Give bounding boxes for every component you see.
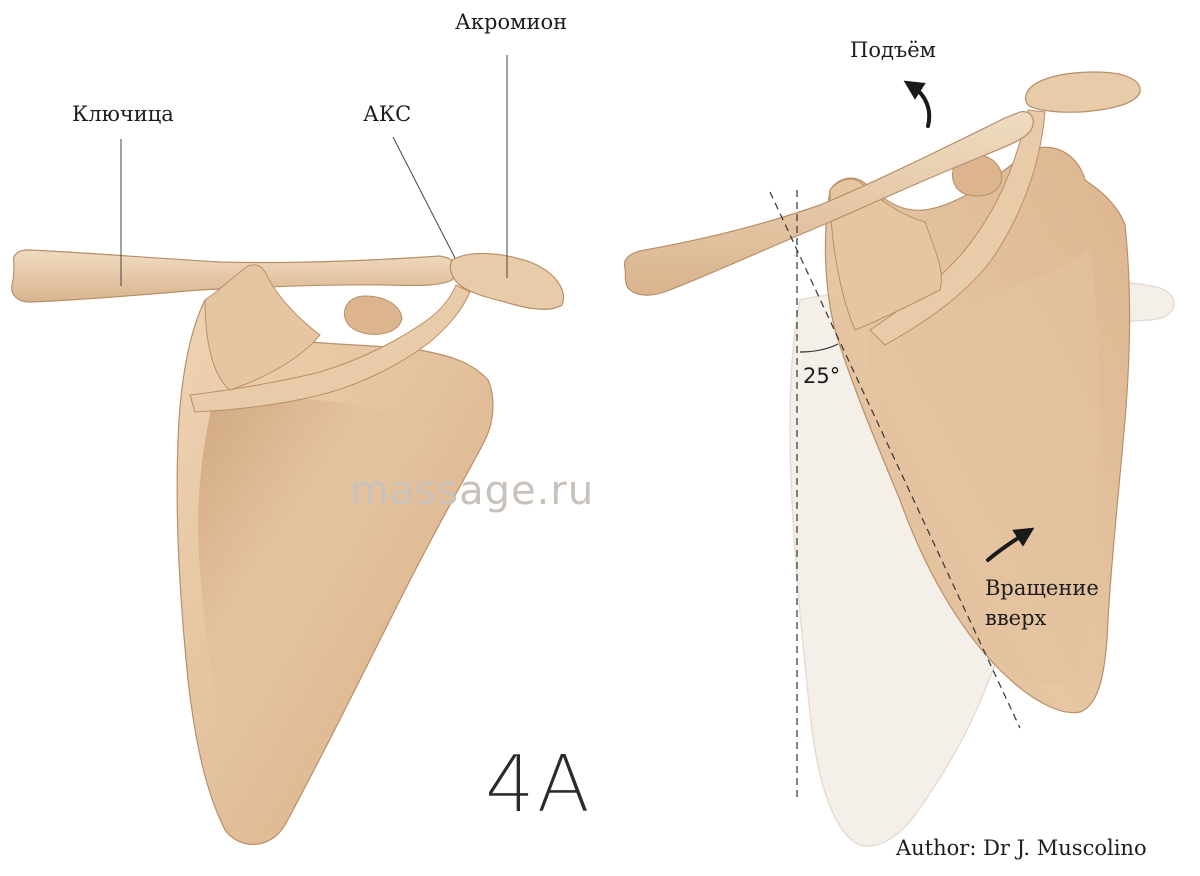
upward-rotation-arrow-icon — [986, 527, 1035, 562]
rotated-medial-border-line — [769, 191, 1021, 729]
label-rotation-line1: Вращение — [985, 576, 1099, 600]
left-scapula-spine — [189, 284, 471, 413]
left-coracoid — [343, 295, 403, 335]
right-clavicle — [623, 111, 1034, 296]
left-scapula-figure — [11, 249, 564, 845]
label-acj: АКС — [363, 102, 412, 126]
label-acromion: Акромион — [455, 10, 568, 34]
left-superior-angle — [204, 264, 321, 391]
leader-line-acj — [392, 136, 456, 259]
author-credit: Author: Dr J. Muscolino — [896, 836, 1147, 860]
angle-arc — [799, 343, 839, 353]
watermark: massage.ru — [350, 468, 595, 514]
elevation-arrow-icon — [903, 80, 932, 128]
right-superior-angle — [829, 178, 942, 331]
label-angle: 25° — [803, 364, 841, 388]
right-acromion — [1024, 71, 1141, 113]
figure-label: 4A — [485, 740, 592, 831]
label-rotation-line2: вверх — [985, 606, 1047, 630]
label-elevation: Подъём — [850, 38, 937, 62]
right-scapula-figure — [623, 71, 1175, 847]
label-clavicle: Ключица — [72, 102, 174, 126]
left-acromion — [449, 252, 564, 310]
left-clavicle — [11, 249, 457, 303]
left-scapula-fossa — [198, 395, 430, 760]
right-scapula-fossa — [865, 250, 1099, 685]
